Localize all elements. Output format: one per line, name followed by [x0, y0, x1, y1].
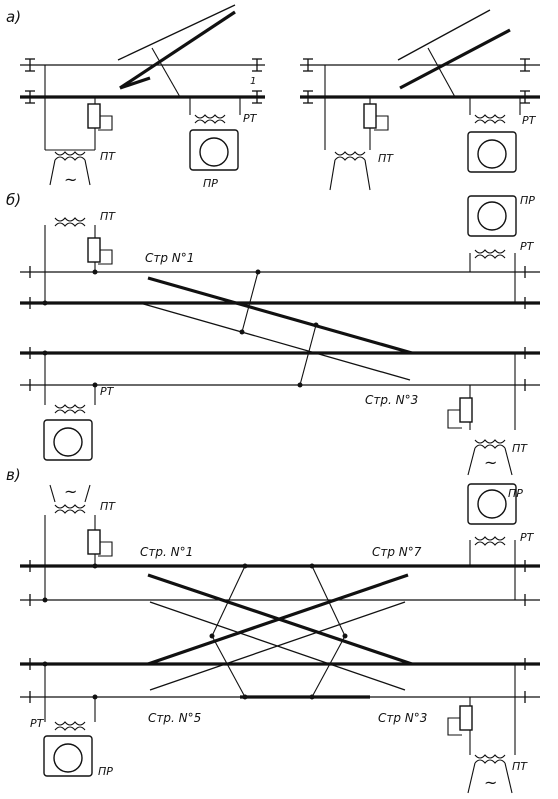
pr-label-c-top: ПР	[508, 487, 523, 500]
switch-a-right-branch-1	[399, 28, 511, 90]
ac-symbol-a: ~	[64, 170, 77, 189]
switch-label-c-7: Стр N°7	[372, 545, 422, 559]
panel-b-label: б)	[6, 191, 21, 209]
rt-label-b-bottom: РТ	[100, 385, 115, 398]
rt-label-a-left: РТ	[243, 112, 258, 125]
switch-a-right-branch-2	[397, 9, 491, 61]
switch-label-c-1: Стр. N°1	[140, 545, 193, 559]
feed-end-c-bottom: ~ ПТ	[447, 664, 528, 794]
pt-label-a-left: ПТ	[100, 150, 116, 163]
relay-end-c-bottom: РТ ПР	[30, 664, 113, 778]
switch-label-b-1: Стр N°1	[145, 251, 194, 265]
feed-end-c-top: ~ ПТ	[44, 482, 116, 600]
nodes-c	[42, 563, 348, 700]
joints-c	[29, 560, 526, 703]
relay-end-b-bottom: РТ	[43, 353, 115, 461]
crossover-c-light-2	[149, 601, 406, 691]
switch-label-b-3: Стр. N°3	[365, 393, 418, 407]
crossover-b-heavy	[147, 276, 413, 355]
panel-c-label: в)	[6, 466, 21, 484]
relay-end-b-top: ПР РТ	[467, 194, 535, 303]
feed-end-a-left: ~ ПТ	[44, 65, 116, 189]
joints-b	[29, 266, 526, 391]
ac-symbol-c-top: ~	[64, 482, 77, 501]
gap-label: 1	[250, 76, 256, 87]
switch-label-c-3: Стр N°3	[378, 711, 427, 725]
jumpers-c	[211, 565, 346, 698]
ac-symbol-c-bottom: ~	[484, 773, 497, 792]
panel-b: б) Стр N°1 Стр. N°3	[6, 191, 540, 476]
joints-a-right	[303, 58, 530, 104]
switch-label-c-5: Стр. N°5	[148, 711, 201, 725]
crossover-c-heavy-2	[147, 573, 409, 666]
jumper-a-left	[151, 47, 181, 98]
relay-end-a-left: РТ ПР	[189, 97, 258, 190]
rt-label-c-bottom: РТ	[30, 717, 45, 730]
feed-end-b-bottom: ~ ПТ	[447, 353, 528, 476]
pt-label-b: ПТ	[100, 210, 116, 223]
jumper-a-right	[427, 47, 456, 98]
pt-label-c-top: ПТ	[100, 500, 116, 513]
pr-label-a-left: ПР	[203, 177, 218, 190]
switch-a-left-branch-1	[119, 10, 236, 90]
panel-a-label: а)	[6, 8, 21, 26]
rt-label-c-top: РТ	[520, 531, 535, 544]
crossover-b-light	[139, 302, 411, 381]
relay-end-c-top: ПР РТ	[467, 483, 535, 600]
pt-label-b-bottom: ПТ	[512, 442, 528, 455]
ac-symbol-b: ~	[484, 453, 497, 472]
switch-a-left-branch-2	[117, 4, 236, 61]
relay-end-a-right: РТ	[467, 97, 537, 173]
pt-label-a-right: ПТ	[378, 152, 394, 165]
jumpers-b	[241, 271, 317, 386]
joints-a-left	[25, 58, 262, 104]
switch-a-left-lead	[119, 76, 151, 90]
rt-label-a-right: РТ	[522, 114, 537, 127]
rt-label-b-top: РТ	[520, 240, 535, 253]
feed-end-b: ПТ	[44, 210, 116, 303]
panel-a: а) 1 ~ ПТ	[6, 4, 540, 191]
feed-end-a-right: ПТ	[324, 65, 394, 191]
panel-c: в) Стр. N°1 Стр N°7 Стр. N°5 Стр N°3	[6, 466, 540, 794]
pr-label-c-bottom: ПР	[98, 765, 113, 778]
pr-label-b-top: ПР	[520, 194, 535, 207]
pt-label-c-bottom: ПТ	[512, 760, 528, 773]
